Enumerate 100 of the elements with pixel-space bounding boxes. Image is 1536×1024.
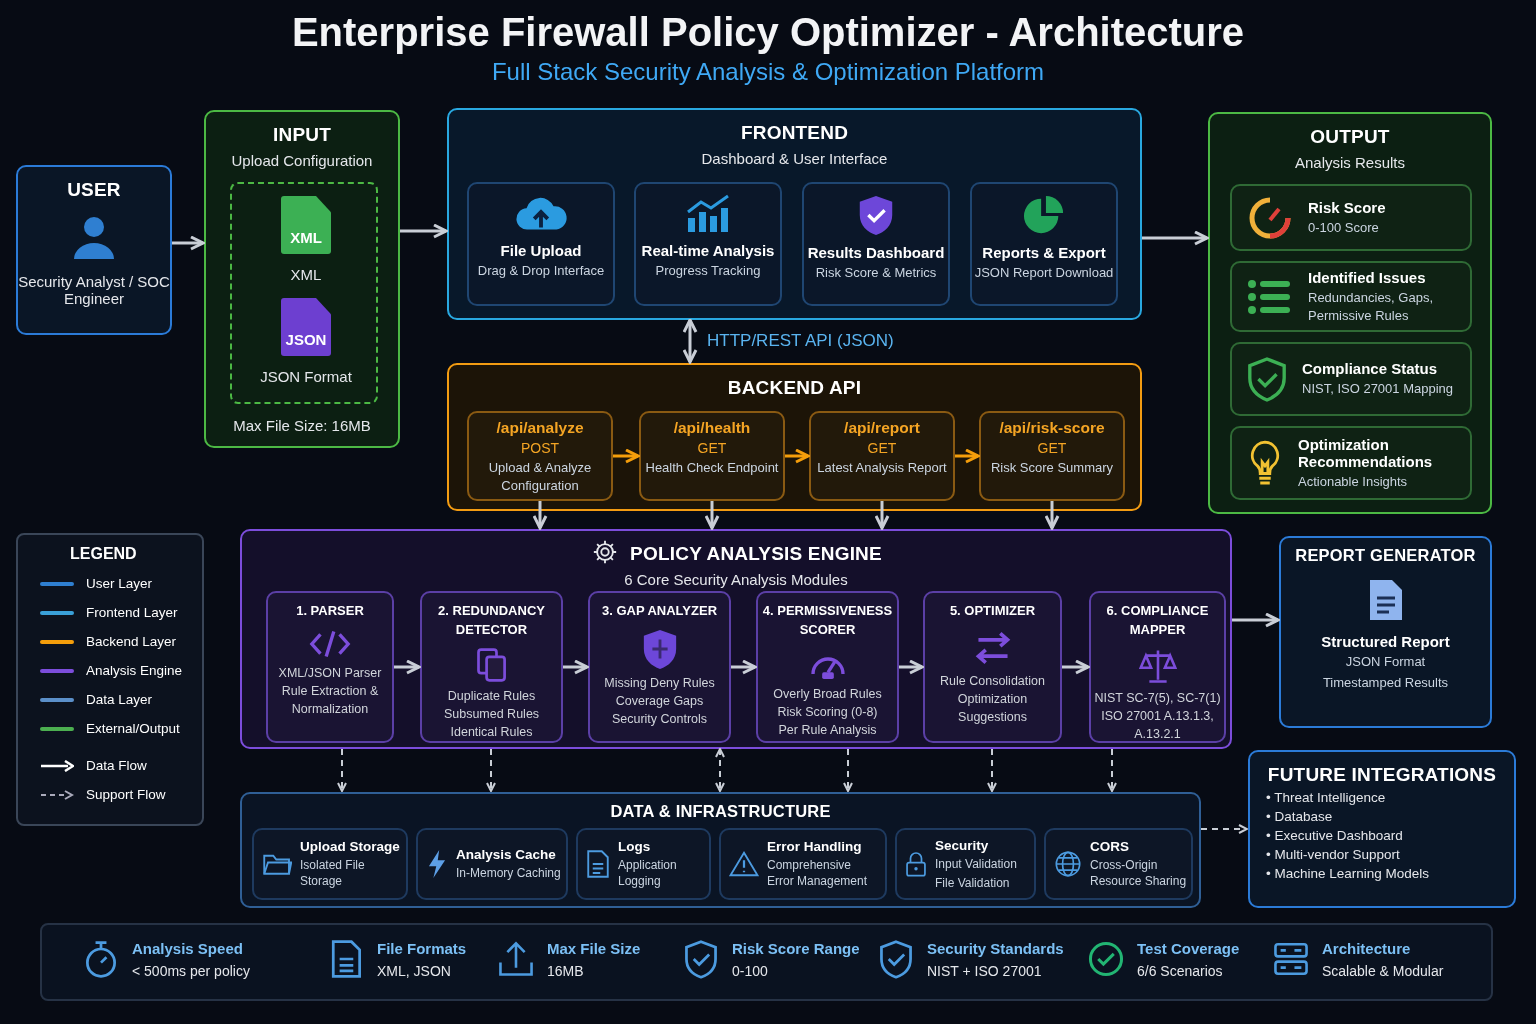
service-card xyxy=(576,828,711,900)
card-description: In-Memory Caching xyxy=(456,865,561,881)
module-item: Duplicate Rules xyxy=(447,688,536,705)
module-title: 3. GAP ANALYZER xyxy=(601,602,718,620)
card-description: Health Check Endpoint xyxy=(645,459,779,477)
list-item: • Executive Dashboard xyxy=(1265,828,1404,843)
card-title: Analysis Cache xyxy=(456,847,557,862)
panel-heading: FRONTEND xyxy=(740,122,849,144)
stat-title: File Formats xyxy=(377,939,467,957)
card-title: Upload Storage xyxy=(300,839,401,854)
stat-value: NIST + ISO 27001 xyxy=(927,962,1043,979)
file-caption: JSON Format xyxy=(260,368,352,385)
card-description: Isolated File Storage xyxy=(300,857,366,889)
stat-value: 16MB xyxy=(547,962,585,979)
stat-title: Max File Size xyxy=(547,939,641,957)
card-title: Risk Score xyxy=(1308,198,1386,216)
engine-panel xyxy=(240,529,1232,749)
card-description: Timestamped Results xyxy=(1322,674,1449,692)
module-title: 5. OPTIMIZER xyxy=(949,602,1036,620)
service-card xyxy=(1044,828,1193,900)
list-item: • Multi-vendor Support xyxy=(1265,847,1401,862)
module-card xyxy=(588,591,731,743)
dashed-arrow xyxy=(486,748,496,792)
arrow xyxy=(532,501,548,530)
card-description: Input Validation xyxy=(935,855,1017,872)
arrow xyxy=(1142,230,1209,246)
list-item: • Threat Intelligence xyxy=(1265,790,1387,805)
feature-card xyxy=(802,182,950,306)
arrow xyxy=(955,448,980,464)
panel-heading: USER xyxy=(67,179,121,201)
arrow xyxy=(1232,612,1280,628)
stat-title: Analysis Speed xyxy=(132,939,244,957)
panel-subtitle: Dashboard & User Interface xyxy=(701,150,888,167)
arrow xyxy=(682,318,698,364)
card-description: Comprehensive Error Management xyxy=(767,857,869,889)
panel-heading: BACKEND API xyxy=(727,377,862,399)
module-title: 1. PARSER xyxy=(296,602,364,620)
module-item: Optimization Suggestions xyxy=(956,691,1029,726)
module-item: Overly Broad Rules xyxy=(773,686,882,703)
module-title: 6. COMPLIANCE MAPPER xyxy=(1105,602,1210,639)
result-card xyxy=(1230,261,1472,332)
legend-title: LEGEND xyxy=(70,545,138,563)
arrow xyxy=(1062,659,1090,675)
arrow xyxy=(731,659,757,675)
stat-value: XML, JSON xyxy=(377,962,452,979)
card-title: Optimization Recommendations xyxy=(1298,435,1434,470)
panel-heading: FUTURE INTEGRATIONS xyxy=(1267,764,1497,786)
module-card xyxy=(1089,591,1226,743)
module-card xyxy=(420,591,563,743)
legend-label: Data Flow xyxy=(86,758,147,773)
feature-card xyxy=(970,182,1118,306)
http-method: GET xyxy=(697,440,727,456)
card-title: Logs xyxy=(618,839,652,854)
card-description: JSON Report Download xyxy=(974,264,1114,282)
dashed-box xyxy=(230,182,378,404)
card-description: Application Logging xyxy=(618,857,678,889)
legend-label: User Layer xyxy=(86,576,153,591)
arrow xyxy=(1044,501,1060,530)
result-card xyxy=(1230,342,1472,416)
card-title: CORS xyxy=(1090,839,1130,854)
stat-value: Scalable & Modular xyxy=(1322,962,1444,979)
card-description: Progress Tracking xyxy=(655,262,761,280)
dashed-arrow xyxy=(715,748,725,792)
arrow xyxy=(899,659,924,675)
stat-title: Risk Score Range xyxy=(732,939,860,957)
card-description: Upload & Analyze Configuration xyxy=(487,459,593,495)
file-caption: XML xyxy=(290,266,322,283)
card-description: Actionable Insights xyxy=(1298,472,1409,491)
card-title: Real-time Analysis xyxy=(641,242,775,259)
panel-subtitle: Upload Configuration xyxy=(231,152,373,169)
module-item: Security Controls xyxy=(611,711,708,728)
report-generator-panel xyxy=(1279,536,1492,728)
endpoint-card xyxy=(467,411,613,501)
panel-heading: DATA & INFRASTRUCTURE xyxy=(610,802,831,821)
endpoint-path: /api/risk-score xyxy=(999,419,1105,437)
card-description: JSON Format xyxy=(1345,653,1426,671)
arrow xyxy=(172,235,205,251)
card-title: Reports & Export xyxy=(982,244,1106,261)
http-method: POST xyxy=(520,440,560,456)
card-title: Structured Report xyxy=(1321,633,1450,650)
legend-label: External/Output xyxy=(86,721,180,736)
panel-heading: REPORT GENERATOR xyxy=(1295,546,1476,565)
card-description: 0-100 Score xyxy=(1308,218,1380,237)
endpoint-card xyxy=(979,411,1125,501)
stat-value: < 500ms per policy xyxy=(132,962,250,979)
service-card xyxy=(895,828,1036,900)
module-item: Rule Extraction & Normalization xyxy=(280,683,380,718)
module-item: Subsumed Rules xyxy=(443,706,540,723)
future-integrations-panel xyxy=(1248,750,1516,908)
legend-label: Support Flow xyxy=(86,787,166,802)
stat-title: Architecture xyxy=(1322,939,1412,957)
dashed-arrow xyxy=(337,748,347,792)
panel-subtitle: Analysis Results xyxy=(1294,154,1405,171)
list-item: • Machine Learning Models xyxy=(1265,866,1431,881)
legend-label: Data Layer xyxy=(86,692,153,707)
output-panel xyxy=(1208,112,1492,514)
stat-title: Security Standards xyxy=(927,939,1064,957)
arrow xyxy=(785,448,810,464)
card-description: Risk Score Summary xyxy=(990,459,1114,477)
infrastructure-panel xyxy=(240,792,1201,908)
